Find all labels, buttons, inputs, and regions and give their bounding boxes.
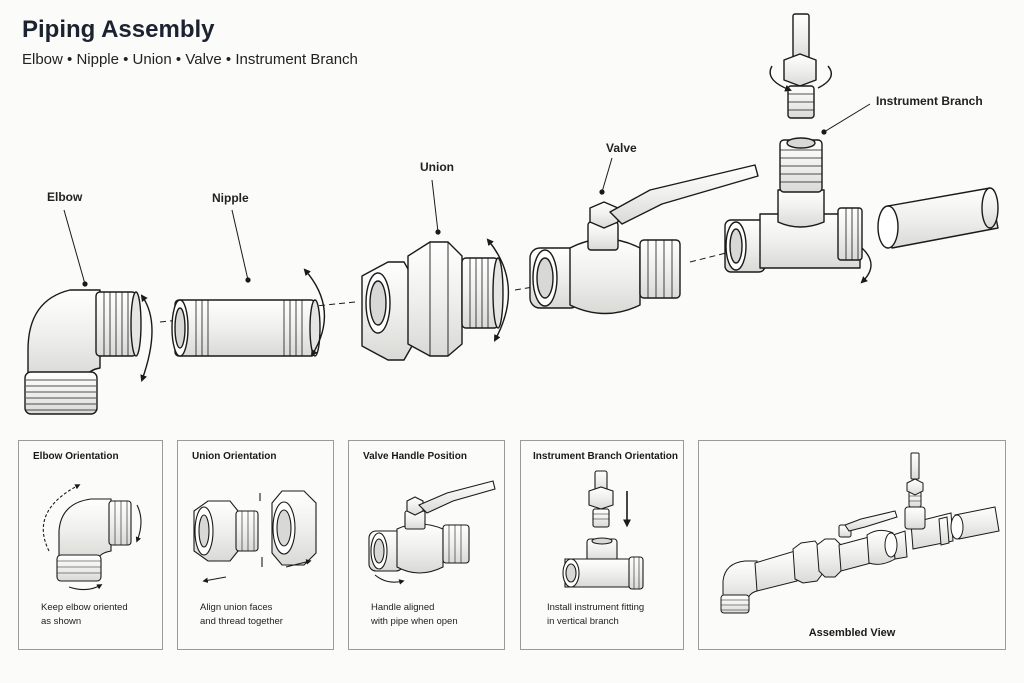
panel-instrument-branch-orientation: Instrument Branch Orientation Install in…: [520, 440, 684, 650]
callout-valve: Valve: [606, 141, 637, 155]
panel-caption: Handle aligned with pipe when open: [371, 602, 458, 627]
leader-valve: [601, 157, 613, 193]
union-fitting: [361, 238, 510, 361]
panel-title: Instrument Branch Orientation: [533, 451, 679, 462]
leader-nipple: [231, 209, 249, 281]
nipple-fitting: [171, 268, 326, 357]
panel-title: Union Orientation: [192, 451, 277, 462]
panel-assembled-view: Assembled View: [698, 440, 1006, 650]
panel-union-orientation: Union Orientation Align union faces and …: [177, 440, 334, 650]
exploded-diagram: [24, 13, 999, 415]
panel-title: Elbow Orientation: [33, 451, 119, 462]
leader-elbow: [63, 209, 86, 285]
callout-elbow: Elbow: [47, 190, 83, 204]
assembled-view-label: Assembled View: [808, 627, 896, 639]
leader-instrument: [823, 103, 871, 133]
valve-handle-illustration: [368, 480, 496, 585]
callout-union: Union: [420, 160, 454, 174]
leader-union: [431, 179, 439, 233]
instrument-branch-illustration: [562, 470, 644, 590]
panel-elbow-orientation: Elbow Orientation Keep elbow oriented as…: [18, 440, 163, 650]
assembled-view-illustration: [720, 452, 1000, 614]
elbow-orientation-illustration: [42, 484, 142, 591]
elbow-fitting: [24, 289, 153, 415]
callout-nipple: Nipple: [212, 191, 249, 205]
instrument-fitting: [769, 13, 832, 119]
union-orientation-illustration: [193, 490, 317, 584]
panel-title: Valve Handle Position: [363, 451, 467, 462]
pipe-section: [877, 187, 999, 249]
panel-caption: Keep elbow oriented as shown: [41, 602, 128, 627]
page-subtitle: Elbow • Nipple • Union • Valve • Instrum…: [22, 51, 358, 68]
callout-instrument-branch: Instrument Branch: [876, 94, 983, 108]
panel-caption: Align union faces and thread together: [200, 602, 283, 627]
panel-valve-handle-position: Valve Handle Position Handle aligned wit…: [348, 440, 505, 650]
page-title: Piping Assembly: [22, 16, 215, 43]
panel-caption: Install instrument fitting in vertical b…: [547, 602, 645, 627]
valve-body: [529, 164, 759, 315]
tee-fitting: [724, 137, 872, 284]
